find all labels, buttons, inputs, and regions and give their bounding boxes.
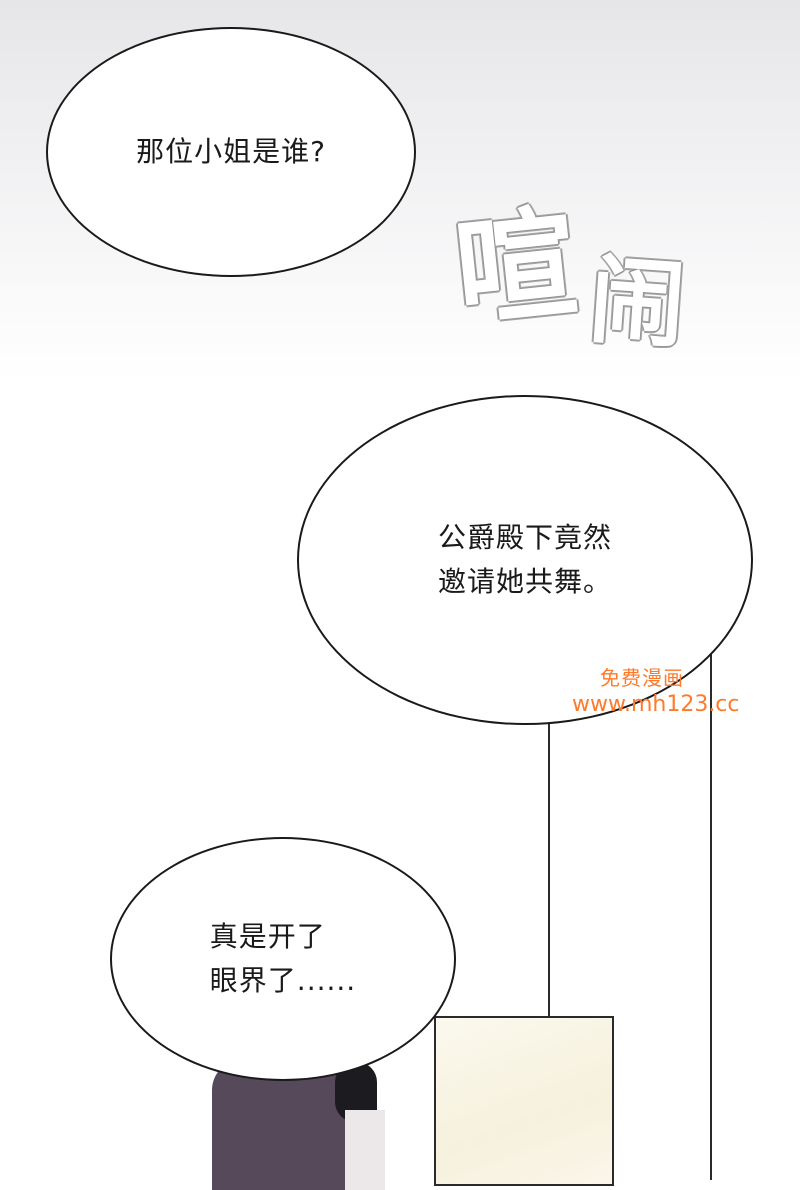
sound-effect-char-1: 喧 [449,191,584,344]
panel-frame-bottom [434,1016,614,1186]
speech-text-3: 真是开了 眼界了...... [209,920,357,997]
speech-bubble-1: 那位小姐是谁? [46,27,416,277]
watermark-url: www.mh123.cc [572,692,740,717]
sound-effect-char-2: 闹 [585,242,690,363]
speech-bubble-3: 真是开了 眼界了...... [110,837,456,1081]
speech-text-2: 公爵殿下竟然 邀请她共舞。 [437,521,612,598]
site-watermark: 免费漫画 www.mh123.cc [572,665,740,719]
speech-text-1: 那位小姐是谁? [136,135,326,168]
sound-effect: 喧 闹 [449,170,695,362]
character-sleeve [345,1110,385,1190]
speech-bubble-2: 公爵殿下竟然 邀请她共舞。 [297,395,753,725]
watermark-title: 免费漫画 [600,666,684,690]
